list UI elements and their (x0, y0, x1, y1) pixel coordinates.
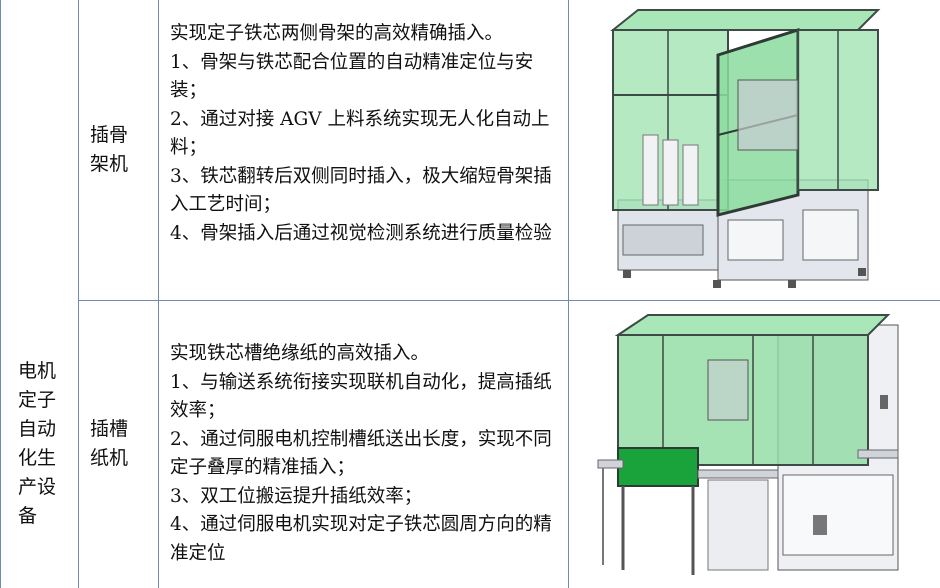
category-cell: 电机定子自动化生产设备 (0, 300, 78, 588)
table-border (0, 0, 1, 588)
table-border (78, 300, 940, 301)
description-line: 4、通过伺服电机实现对定子铁芯圆周方向的精准定位 (170, 514, 552, 564)
description-line: 实现铁芯槽绝缘纸的高效插入。 (170, 343, 430, 364)
machine-image (568, 0, 940, 300)
description-line: 1、骨架与铁芯配合位置的自动精准定位与安装； (170, 51, 534, 102)
machine-description: 实现铁芯槽绝缘纸的高效插入。 1、与输送系统衔接实现联机自动化，提高插纸效率； … (158, 328, 568, 588)
insert-frame-machine-render (610, 9, 881, 288)
description-line: 3、铁芯翻转后双侧同时插入，极大缩短骨架插入工艺时间； (170, 165, 552, 216)
description-line: 2、通过伺服电机控制槽纸送出长度，实现不同定子叠厚的精准插入； (170, 428, 552, 479)
description-line: 实现定子铁芯两侧骨架的高效精确插入。 (170, 23, 504, 44)
machine-name: 插槽纸机 (90, 418, 129, 469)
table-border (568, 0, 569, 588)
slot-paper-machine-render (597, 314, 899, 575)
table-border (158, 0, 159, 588)
description-line: 2、通过对接 AGV 上料系统实现无人化自动上料； (170, 108, 550, 159)
table-border (78, 0, 79, 588)
description-line: 3、双工位搬运提升插纸效率； (170, 485, 423, 507)
machine-image (568, 300, 940, 588)
machine-name: 插骨架机 (90, 124, 129, 175)
machine-name-cell: 插骨架机 (78, 0, 158, 300)
category-label: 电机定子自动化生产设备 (18, 360, 57, 527)
description-line: 1、与输送系统衔接实现联机自动化，提高插纸效率； (170, 371, 552, 422)
description-line: 4、骨架插入后通过视觉检测系统进行质量检验 (170, 222, 552, 244)
machine-name-cell: 插槽纸机 (78, 300, 158, 588)
machine-description: 实现定子铁芯两侧骨架的高效精确插入。 1、骨架与铁芯配合位置的自动精准定位与安装… (158, 8, 568, 300)
